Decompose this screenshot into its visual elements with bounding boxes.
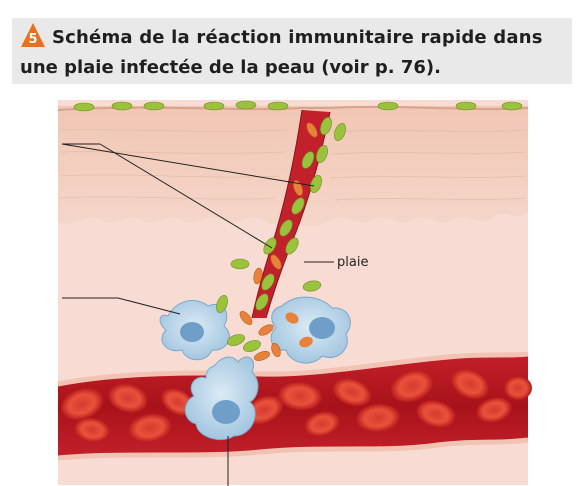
wound-label: plaie — [337, 255, 368, 270]
